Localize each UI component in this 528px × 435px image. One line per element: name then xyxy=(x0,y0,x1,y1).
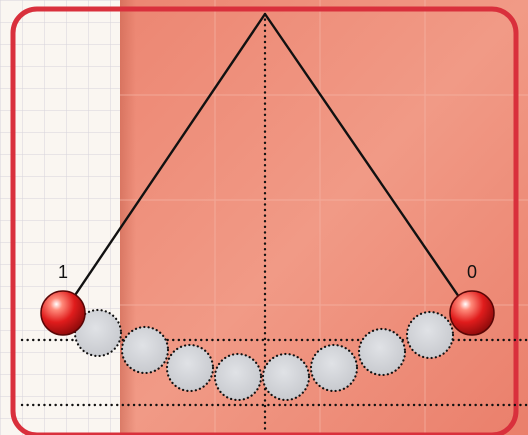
ball-left xyxy=(40,290,86,336)
frame-border xyxy=(10,6,519,435)
ghost-ball-2 xyxy=(120,325,170,375)
ghost-ball-1 xyxy=(73,308,123,358)
ball-right xyxy=(449,290,495,336)
ghost-positions xyxy=(73,308,455,402)
ghost-ball-4 xyxy=(213,352,263,402)
ghost-ball-8 xyxy=(405,310,455,360)
string-left xyxy=(62,13,266,314)
label-left-ball: 1 xyxy=(58,262,68,282)
ghost-ball-5 xyxy=(261,352,311,402)
ghost-ball-7 xyxy=(357,327,407,377)
label-right-ball: 0 xyxy=(467,262,477,282)
ghost-ball-6 xyxy=(309,343,359,393)
ghost-ball-3 xyxy=(165,343,215,393)
pendulum-strings xyxy=(62,13,471,314)
string-right xyxy=(264,13,471,314)
